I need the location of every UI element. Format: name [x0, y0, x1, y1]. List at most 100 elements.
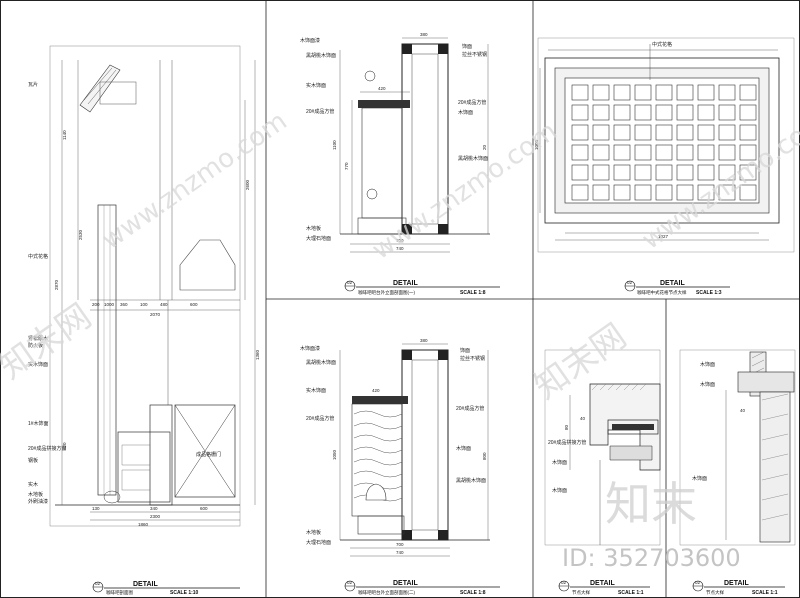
lattice-cell [655, 184, 673, 201]
p1-dim: 1360 [255, 349, 260, 360]
lattice-cell [739, 124, 757, 141]
p4-callout: 20#成品方管 [306, 415, 334, 422]
lattice-cell [718, 184, 736, 201]
p3-scale: SCALE 1:3 [696, 290, 722, 296]
p1-dim: 2300 [150, 514, 161, 519]
p1-dim: 2600 [245, 179, 250, 190]
p4-dim: 740 [396, 550, 404, 555]
panel-2: 木饰面漆 黑胡桃木饰面 实木饰面 20#成品方管 木地板 大理石地面 饰面 拉丝… [300, 32, 500, 296]
p4-dim: 800 [482, 452, 487, 460]
lattice-cell [592, 124, 610, 141]
lattice-cell [634, 184, 652, 201]
lattice-cell [613, 104, 631, 121]
lattice-cell [697, 164, 715, 181]
lattice-cell [676, 164, 694, 181]
p5-title: DETAIL [590, 580, 615, 587]
lattice-cell [718, 84, 736, 101]
p2-callout: 20#成品方管 [458, 99, 486, 106]
p1-callout: 钢板 [28, 457, 38, 464]
lattice-cell [697, 84, 715, 101]
lattice-cell [571, 84, 589, 101]
p6-callout: 木饰面 [700, 361, 715, 368]
p1-scale: SCALE 1:10 [170, 590, 199, 596]
watermark-brand-big: 知末 [605, 477, 697, 531]
lattice-cell [592, 84, 610, 101]
p1-dim: 2530 [78, 229, 83, 240]
p2-dim: 700 [396, 238, 404, 243]
lattice-cell [697, 184, 715, 201]
lattice-cell [634, 104, 652, 121]
p2-dim: 1100 [332, 140, 337, 150]
p2-dim: 20 [482, 144, 487, 150]
p1-callout: 20#成品拼接方管 [28, 445, 66, 452]
p2-callout: 木饰面漆 [300, 37, 320, 44]
p3-subtitle: 咖啡吧中式花格节点大样 [637, 289, 687, 296]
p4-dim: 700 [396, 542, 404, 547]
lattice-cell [739, 184, 757, 201]
p1-dim: 130 [92, 506, 100, 511]
p1-dim: 100 [140, 302, 148, 307]
p6-scale: SCALE 1:1 [752, 590, 778, 596]
p2-callout: 实木饰面 [306, 82, 326, 89]
panel-6: 木饰面 木饰面 木饰面 40 02 DETAIL 节点大样 SCALE 1:1 [679, 349, 796, 596]
p1-dim: 480 [160, 302, 168, 307]
p4-dim: 420 [372, 388, 380, 393]
lattice-cell [676, 104, 694, 121]
lattice-cell [571, 164, 589, 181]
p4-callout: 实木饰面 [306, 387, 326, 394]
p2-callout: 拉丝不锈钢 [462, 51, 487, 58]
p6-title: DETAIL [724, 580, 749, 587]
p2-dim: 420 [378, 86, 386, 91]
p6-callout: 木饰面 [700, 381, 715, 388]
p2-dim: 380 [420, 32, 428, 37]
p4-scale: SCALE 1:8 [460, 590, 486, 596]
p1-subtitle: 咖啡吧剖面图 [106, 589, 133, 596]
p1-dim: 620 [62, 442, 67, 450]
lattice-cell [676, 84, 694, 101]
p1-callout: 防火板 [28, 342, 43, 349]
p1-callout: 成品格栅门 [196, 451, 221, 458]
lattice-cell [613, 144, 631, 161]
p2-scale: SCALE 1:8 [460, 290, 486, 296]
p4-callout: 大理石地面 [306, 539, 331, 546]
lattice-cell [592, 144, 610, 161]
panel-3: 中式花格 1027 1000 02 DETAIL 咖啡吧中式花格节点大样 SCA… [534, 37, 795, 296]
p2-callout: 20#成品方管 [306, 108, 334, 115]
lattice-cell [613, 84, 631, 101]
p1-dim: 1860 [138, 522, 149, 527]
panel-5: 20#成品拼接方管 木饰面 木饰面 80 40 02 DETAIL 节点大样 S… [544, 349, 661, 596]
p2-dim: 770 [344, 162, 349, 170]
lattice-cell [655, 104, 673, 121]
lattice-cell [592, 104, 610, 121]
p4-callout: 20#成品方管 [456, 405, 484, 412]
lattice-cell [655, 144, 673, 161]
p5-section-tag: 02 [561, 580, 567, 585]
lattice-cell [592, 164, 610, 181]
lattice-cell [718, 104, 736, 121]
lattice-cell [655, 84, 673, 101]
lattice-cell [634, 84, 652, 101]
lattice-cell [634, 164, 652, 181]
lattice-cell [697, 124, 715, 141]
p1-dim: 2070 [150, 312, 161, 317]
p3-callout: 中式花格 [652, 41, 672, 48]
lattice-cell [697, 144, 715, 161]
watermark-id: ID: 352703600 [562, 544, 741, 572]
p5-callout: 木饰面 [552, 459, 567, 466]
lattice-cell [739, 84, 757, 101]
p6-section-tag: 02 [695, 580, 701, 585]
p2-dim: 740 [396, 246, 404, 251]
p2-callout: 木地板 [306, 225, 321, 232]
p1-dim: 200 [92, 302, 100, 307]
p3-dim: 1027 [658, 234, 669, 239]
lattice-cell [739, 144, 757, 161]
lattice-cell [655, 124, 673, 141]
p1-callout: 实木 [28, 481, 38, 488]
p1-dim: 1000 [104, 302, 115, 307]
p1-section-tag: 02 [95, 581, 101, 586]
lattice-cell [571, 104, 589, 121]
p4-callout: 黑胡桃木饰面 [456, 477, 486, 484]
lattice-grid [571, 84, 757, 201]
p1-callout: 外刷油漆 [28, 498, 48, 505]
